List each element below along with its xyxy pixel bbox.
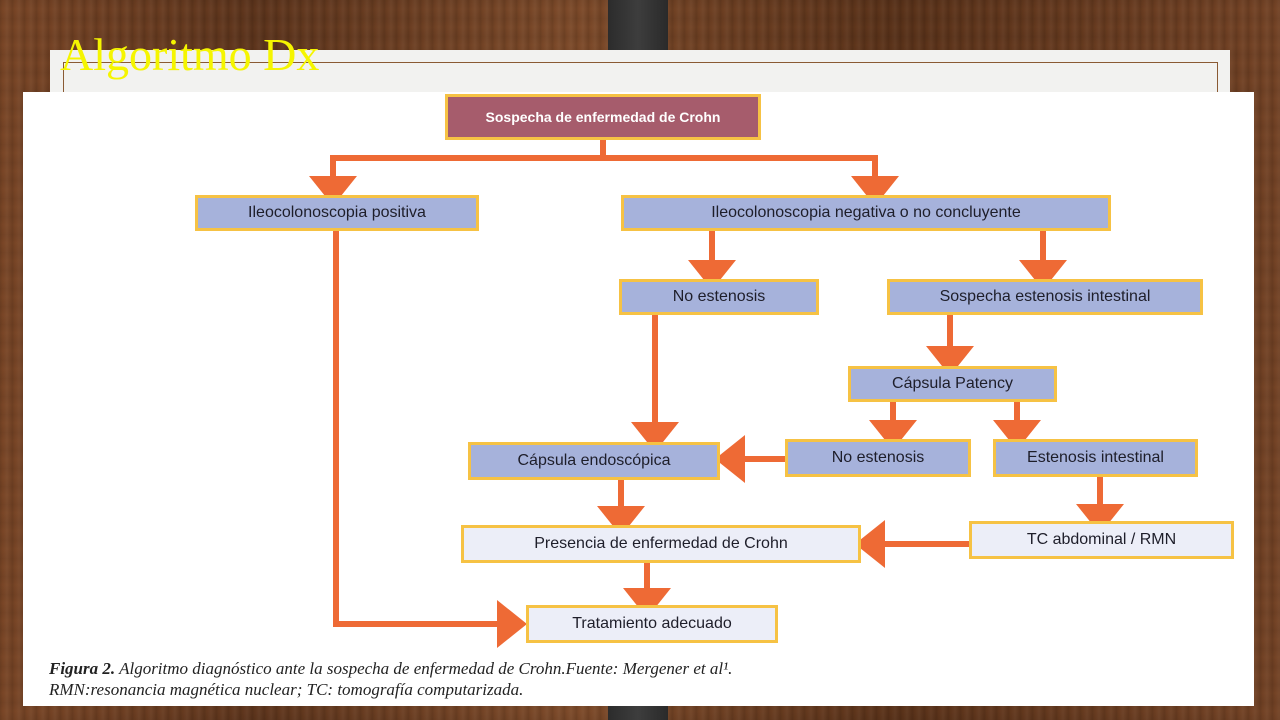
node-tratamiento-adecuado: Tratamiento adecuado [526, 605, 778, 643]
node-estenosis-intestinal: Estenosis intestinal [993, 439, 1198, 477]
caption-line1: Algoritmo diagnóstico ante la sospecha d… [115, 659, 733, 678]
node-ileocolonoscopia-negativa: Ileocolonoscopia negativa o no concluyen… [621, 195, 1111, 231]
caption-line2: RMN:resonancia magnética nuclear; TC: to… [49, 680, 524, 699]
diagram-figure: Sospecha de enfermedad de Crohn Ileocolo… [23, 92, 1254, 706]
node-no-estenosis-1: No estenosis [619, 279, 819, 315]
strap-bottom [608, 706, 668, 720]
caption-label: Figura 2. [49, 659, 116, 678]
node-sospecha-estenosis: Sospecha estenosis intestinal [887, 279, 1203, 315]
node-no-estenosis-2: No estenosis [785, 439, 971, 477]
paper-frame [63, 62, 1218, 103]
node-ileocolonoscopia-positiva: Ileocolonoscopia positiva [195, 195, 479, 231]
node-tc-rmn: TC abdominal / RMN [969, 521, 1234, 559]
node-presencia-crohn: Presencia de enfermedad de Crohn [461, 525, 861, 563]
connector-layer [309, 137, 1124, 648]
node-capsula-patency: Cápsula Patency [848, 366, 1057, 402]
figure-caption: Figura 2. Algoritmo diagnóstico ante la … [49, 658, 1239, 700]
node-sospecha-crohn: Sospecha de enfermedad de Crohn [445, 94, 761, 140]
node-capsula-endoscopica: Cápsula endoscópica [468, 442, 720, 480]
slide-title: Algoritmo Dx [60, 29, 320, 80]
